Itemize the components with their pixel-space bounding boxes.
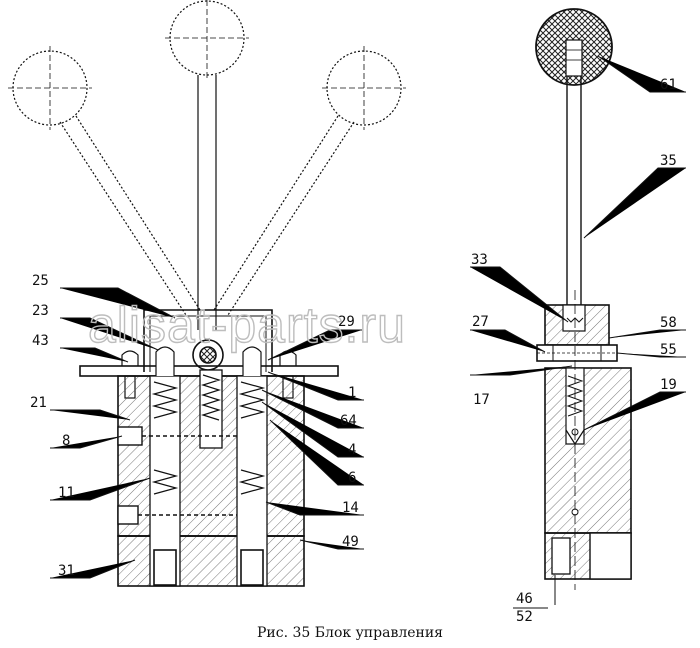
lever-rods	[59, 75, 355, 330]
callout-35: 35	[660, 153, 677, 169]
right-rod	[566, 76, 582, 305]
callout-1: 1	[348, 385, 356, 401]
right-view	[535, 8, 632, 590]
watermark-text: alisat-parts.ru	[88, 297, 406, 353]
callout-46: 46	[516, 591, 533, 607]
callout-6: 6	[348, 470, 356, 486]
callout-25: 25	[32, 273, 49, 289]
callout-58: 58	[660, 315, 677, 331]
top-cap	[143, 309, 273, 372]
leader-lines-left	[50, 287, 364, 579]
left-view	[8, 0, 406, 587]
callout-43: 43	[32, 333, 49, 349]
knob-center-marks	[8, 0, 406, 130]
callout-4: 4	[348, 442, 356, 458]
callout-49: 49	[342, 534, 359, 550]
spool-bores	[149, 369, 268, 587]
callout-11: 11	[58, 485, 75, 501]
callouts-left: 25 23 43 29 21 1 64 4 8 6 11 14 49 31	[30, 273, 359, 579]
figure-caption: Рис. 35 Блок управления	[257, 625, 443, 641]
right-body	[544, 367, 632, 534]
springs	[151, 374, 266, 495]
callout-55: 55	[660, 342, 677, 358]
leader-lines-right	[470, 55, 686, 605]
side-ports	[117, 426, 237, 525]
pistons	[155, 346, 262, 376]
callout-27: 27	[472, 314, 489, 330]
callout-31: 31	[58, 563, 75, 579]
callout-61: 61	[660, 77, 677, 93]
callout-33: 33	[471, 252, 488, 268]
callout-64: 64	[340, 413, 357, 429]
callout-23: 23	[32, 303, 49, 319]
callout-17: 17	[473, 392, 490, 408]
callout-52: 52	[516, 609, 533, 625]
callout-14: 14	[342, 500, 359, 516]
callout-19: 19	[660, 377, 677, 393]
callout-29: 29	[338, 314, 355, 330]
callouts-right: 61 35 33 27 58 55 17 19 46 52	[471, 77, 677, 625]
main-body	[117, 375, 305, 587]
callout-21: 21	[30, 395, 47, 411]
callout-8: 8	[62, 433, 70, 449]
